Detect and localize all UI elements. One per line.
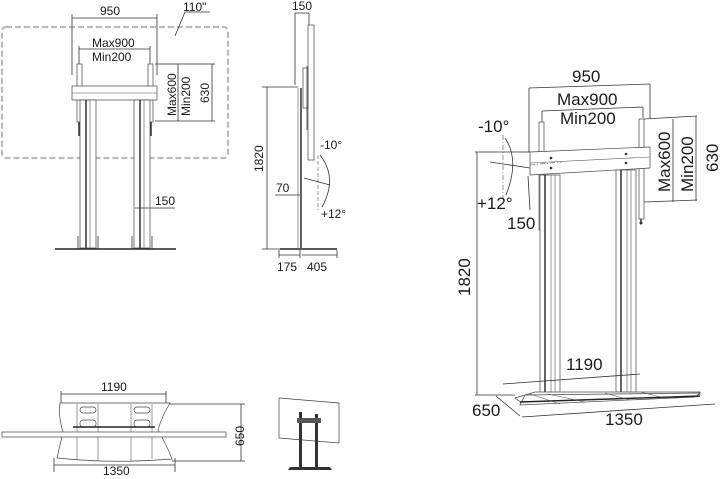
vesa-v-min-label: Min200 — [179, 76, 193, 116]
iso-view: 950 Max900 Min200 Max600 Min200 630 -1 — [455, 67, 720, 429]
front-view: 110" 950 Max900 Min200 Max600 Min200 630 — [0, 0, 230, 250]
iso-vesa-h-min-label: Min200 — [560, 109, 616, 128]
height-1820-label: 1820 — [252, 145, 266, 172]
side-view: 150 1820 70 -10° +12° 175 405 — [252, 0, 346, 274]
top-inner-width-1190-label: 1190 — [101, 380, 127, 394]
iso-vesa-h-max-label: Max900 — [557, 90, 617, 109]
iso-width-950-label: 950 — [572, 67, 600, 86]
iso-inner-width-1190-label: 1190 — [566, 355, 603, 374]
screen-outline-110 — [0, 25, 230, 160]
iso-vesa-v-max-label: Max600 — [655, 132, 674, 192]
post-150-label: 150 — [155, 194, 175, 208]
tilt-down-label: +12° — [321, 207, 346, 221]
vesa-h-max-label: Max900 — [92, 36, 135, 50]
iso-tilt-up-label: -10° — [478, 117, 509, 136]
top-base-width-1350-label: 1350 — [103, 464, 130, 478]
iso-depth-150-label: 150 — [507, 214, 535, 233]
base-back-405-label: 405 — [307, 260, 327, 274]
iso-height-1820-label: 1820 — [455, 258, 474, 296]
vesa-h-min-label: Min200 — [92, 50, 132, 64]
thumbnail-perspective — [278, 397, 340, 470]
tilt-up-label: -10° — [320, 138, 342, 152]
width-950-label: 950 — [100, 4, 120, 18]
vesa-v-max-label: Max600 — [165, 73, 179, 116]
top-base-depth-650-label: 650 — [233, 426, 247, 446]
iso-tilt-down-label: +12° — [477, 194, 513, 213]
iso-base-width-1350-label: 1350 — [605, 410, 643, 429]
base-front-175-label: 175 — [277, 260, 297, 274]
iso-vesa-v-min-label: Min200 — [678, 136, 697, 192]
bracket-height-label: 630 — [198, 83, 212, 103]
screen-size-label: 110" — [183, 0, 206, 14]
top-view: 1190 650 1350 — [1, 380, 247, 478]
depth-top-label: 150 — [292, 0, 312, 13]
iso-base-depth-650-label: 650 — [472, 401, 500, 420]
post-70-label: 70 — [276, 181, 290, 195]
iso-bracket-height-label: 630 — [703, 144, 720, 172]
